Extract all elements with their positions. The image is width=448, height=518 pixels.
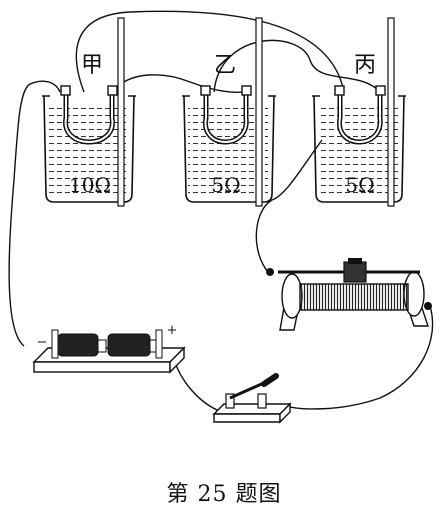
- beaker-jia-label: 甲: [81, 53, 103, 78]
- beaker-yi-label: 乙: [214, 53, 236, 78]
- sliding-rheostat: [266, 258, 432, 331]
- beaker-yi-resistance: 5Ω: [211, 173, 240, 197]
- beaker-yi-liquid: [188, 104, 268, 198]
- terminal-jia-right: [107, 85, 118, 96]
- wire-yi-to-bing: [213, 39, 381, 93]
- beaker-bing: 丙 5Ω: [312, 17, 406, 207]
- switch-handle: [261, 373, 279, 387]
- terminal-jia-left: [60, 85, 71, 96]
- terminal-yi-right: [241, 85, 252, 96]
- battery-cell-1: [57, 333, 99, 357]
- switch-blade: [229, 380, 267, 400]
- beaker-bing-liquid: [318, 104, 398, 198]
- thermometer-yi: [255, 17, 263, 207]
- thermometer-jia: [117, 17, 125, 207]
- wire-rheostat-to-switch: [285, 305, 434, 410]
- switch-contact: [257, 393, 267, 409]
- beaker-jia-glass: [43, 95, 135, 203]
- battery-pack: − +: [32, 323, 186, 374]
- beaker-bing-glass: [313, 95, 405, 203]
- rheostat-terminal-b: [424, 302, 432, 310]
- rheostat-slider: [343, 261, 367, 283]
- battery-cell-2: [107, 333, 151, 357]
- figure-caption: 第 25 题图: [166, 482, 282, 507]
- switch-base: [212, 403, 292, 415]
- wire-bing-to-rheostat: [255, 139, 323, 273]
- wires: [8, 10, 434, 413]
- rheostat-terminal-a: [266, 268, 274, 276]
- wire-jia-to-yi: [111, 74, 246, 93]
- beaker-yi-glass: [183, 95, 275, 203]
- terminal-bing-left: [334, 85, 345, 96]
- terminal-bing-right: [375, 85, 386, 96]
- beaker-jia: 甲 10Ω: [42, 17, 136, 207]
- battery-positive-terminal: +: [167, 323, 178, 338]
- knife-switch: [212, 373, 292, 424]
- wire-battery-to-jia: [8, 80, 61, 347]
- beaker-jia-resistance: 10Ω: [69, 173, 111, 197]
- beaker-bing-label: 丙: [354, 53, 376, 78]
- rheostat-coil: [299, 283, 409, 311]
- battery-negative-terminal: −: [37, 335, 48, 350]
- terminal-yi-left: [200, 85, 211, 96]
- wire-top-arc: [75, 10, 345, 93]
- thermometer-bing: [387, 17, 395, 207]
- beaker-bing-resistance: 5Ω: [345, 173, 374, 197]
- beaker-yi: 乙 5Ω: [182, 17, 276, 207]
- rheostat-cap-left: [281, 273, 303, 319]
- switch-hinge: [225, 393, 235, 409]
